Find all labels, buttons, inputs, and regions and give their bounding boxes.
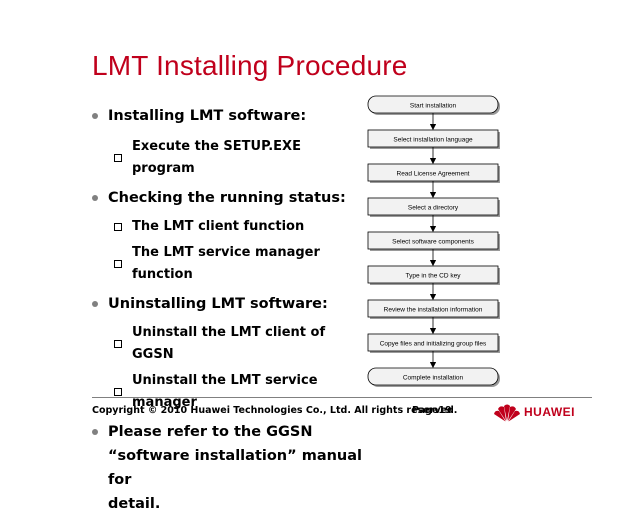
flow-step-label: Copye files and initializing group files: [380, 341, 487, 348]
page-number: Page19: [412, 405, 452, 416]
sub-bullet: Uninstall the LMT client of GGSN: [114, 322, 362, 366]
sub-bullet-text: Uninstall the LMT client of GGSN: [132, 325, 326, 362]
bullet-dot-icon: [92, 195, 98, 201]
sub-bullet-text: Execute the SETUP.EXE program: [132, 139, 301, 176]
flow-step-label: Complete installation: [403, 375, 464, 382]
flow-step-label: Select a directory: [408, 205, 459, 212]
flow-terminal-box: [367, 367, 499, 386]
bullet-dot-icon: [92, 301, 98, 307]
bullet-text: Checking the running status:: [108, 190, 346, 206]
flow-step-label: Type in the CD key: [406, 273, 462, 280]
flow-step-label: Read License Agreement: [397, 171, 470, 178]
sub-bullet-text: The LMT client function: [132, 219, 305, 234]
sub-bullet: Execute the SETUP.EXE program: [114, 136, 362, 180]
brand-name: HUAWEI: [524, 405, 575, 419]
sub-bullet: The LMT client function: [114, 216, 362, 238]
huawei-flower-icon: [494, 404, 520, 422]
bullet-checking: Checking the running status:: [92, 186, 362, 210]
bullet-dot-icon: [92, 429, 98, 435]
huawei-logo: HUAWEI: [494, 402, 575, 422]
bullet-text-line: “software installation” manual for: [108, 448, 362, 488]
flow-step-label: Select installation language: [393, 137, 473, 144]
sub-bullet: The LMT service manager function: [114, 242, 362, 286]
square-bullet-icon: [114, 223, 122, 231]
bullet-text: Installing LMT software:: [108, 108, 307, 124]
bullet-text-line: detail.: [108, 496, 161, 512]
bullet-text: Uninstalling LMT software:: [108, 296, 328, 312]
square-bullet-icon: [114, 388, 122, 396]
bullet-dot-icon: [92, 113, 98, 119]
bullet-uninstalling: Uninstalling LMT software:: [92, 292, 362, 316]
copyright-text: Copyright © 2010 Huawei Technologies Co.…: [92, 405, 458, 416]
square-bullet-icon: [114, 154, 122, 162]
slide-title: LMT Installing Procedure: [92, 50, 408, 81]
bullet-text-line: Please refer to the GGSN: [108, 424, 313, 440]
sub-bullet: Uninstall the LMT service manager: [114, 370, 362, 414]
flow-step-label: Select software components: [392, 239, 474, 246]
sub-bullet-text: Uninstall the LMT service manager: [132, 373, 318, 410]
bullet-installing: Installing LMT software:: [92, 104, 362, 128]
square-bullet-icon: [114, 340, 122, 348]
sub-bullet-text: The LMT service manager function: [132, 245, 320, 282]
flow-step-label: Start installation: [410, 103, 457, 110]
square-bullet-icon: [114, 260, 122, 268]
footer-divider: [92, 397, 592, 398]
flow-step-label: Review the installation information: [384, 307, 483, 314]
